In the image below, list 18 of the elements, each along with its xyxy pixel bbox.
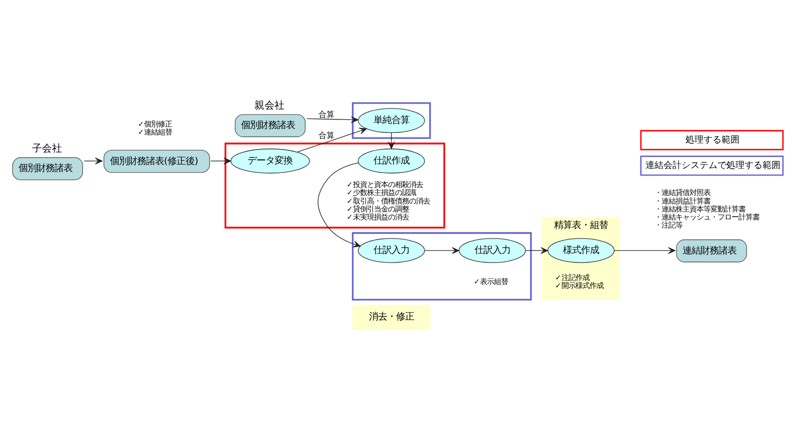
arrow [210,158,232,164]
arrow [525,247,548,254]
arrow [296,128,367,152]
arrow [424,247,460,254]
node-ellipse: 様式作成 [548,238,615,263]
legend-label: 連結会計システムで処理する範囲 [646,160,781,171]
node-ellipse: 仕訳作成 [358,148,425,174]
node-ellipse: 仕訳入力 [358,238,425,263]
node-ellipse: 仕訳入力 [458,238,526,263]
legend-label: 処理する範囲 [685,135,740,146]
node-ellipse: データ変換 [230,148,310,174]
arrow [306,116,358,124]
arrow [84,158,102,164]
node-box: 消去・修正 [352,304,430,330]
arrow [614,247,676,254]
node-label: 子会社 [32,144,62,155]
arrow [318,162,361,248]
node-label: 親会社 [254,100,285,112]
